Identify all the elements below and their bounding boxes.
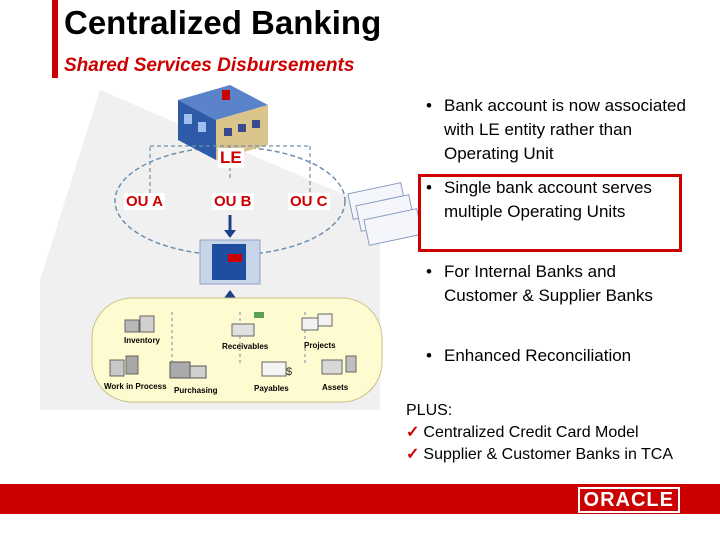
- module-payables: Payables: [254, 384, 289, 393]
- bullet-4: •Enhanced Reconciliation: [444, 344, 694, 368]
- title-accent-bar: [52, 0, 58, 78]
- checkmark-icon: ✓: [406, 446, 419, 463]
- bullet-2: •Single bank account serves multiple Ope…: [444, 176, 680, 224]
- banking-diagram: $: [0, 80, 420, 410]
- module-purchasing: Purchasing: [174, 386, 218, 395]
- svg-text:$: $: [286, 366, 292, 378]
- slide-subtitle: Shared Services Disbursements: [64, 55, 354, 77]
- bullet-3: •For Internal Banks and Customer & Suppl…: [444, 260, 680, 308]
- checkmark-icon: ✓: [406, 424, 419, 441]
- plus-heading: PLUS:: [406, 400, 452, 422]
- slide-title: Centralized Banking: [64, 4, 381, 42]
- le-label: LE: [218, 148, 244, 168]
- bullet-1: •Bank account is now associated with LE …: [444, 94, 694, 166]
- plus-item-1: ✓Centralized Credit Card Model: [406, 422, 639, 444]
- oracle-logo: ORACLE: [578, 487, 680, 513]
- ou-b-label: OU B: [212, 193, 254, 210]
- module-assets: Assets: [322, 383, 348, 392]
- module-projects: Projects: [304, 341, 336, 350]
- ou-c-label: OU C: [288, 193, 330, 210]
- module-work-in-process: Work in Process: [104, 382, 167, 391]
- ou-a-label: OU A: [124, 193, 165, 210]
- module-receivables: Receivables: [222, 342, 268, 351]
- module-inventory: Inventory: [124, 336, 160, 345]
- footer-bar: ORACLE: [0, 484, 720, 514]
- plus-item-2: ✓Supplier & Customer Banks in TCA: [406, 444, 673, 466]
